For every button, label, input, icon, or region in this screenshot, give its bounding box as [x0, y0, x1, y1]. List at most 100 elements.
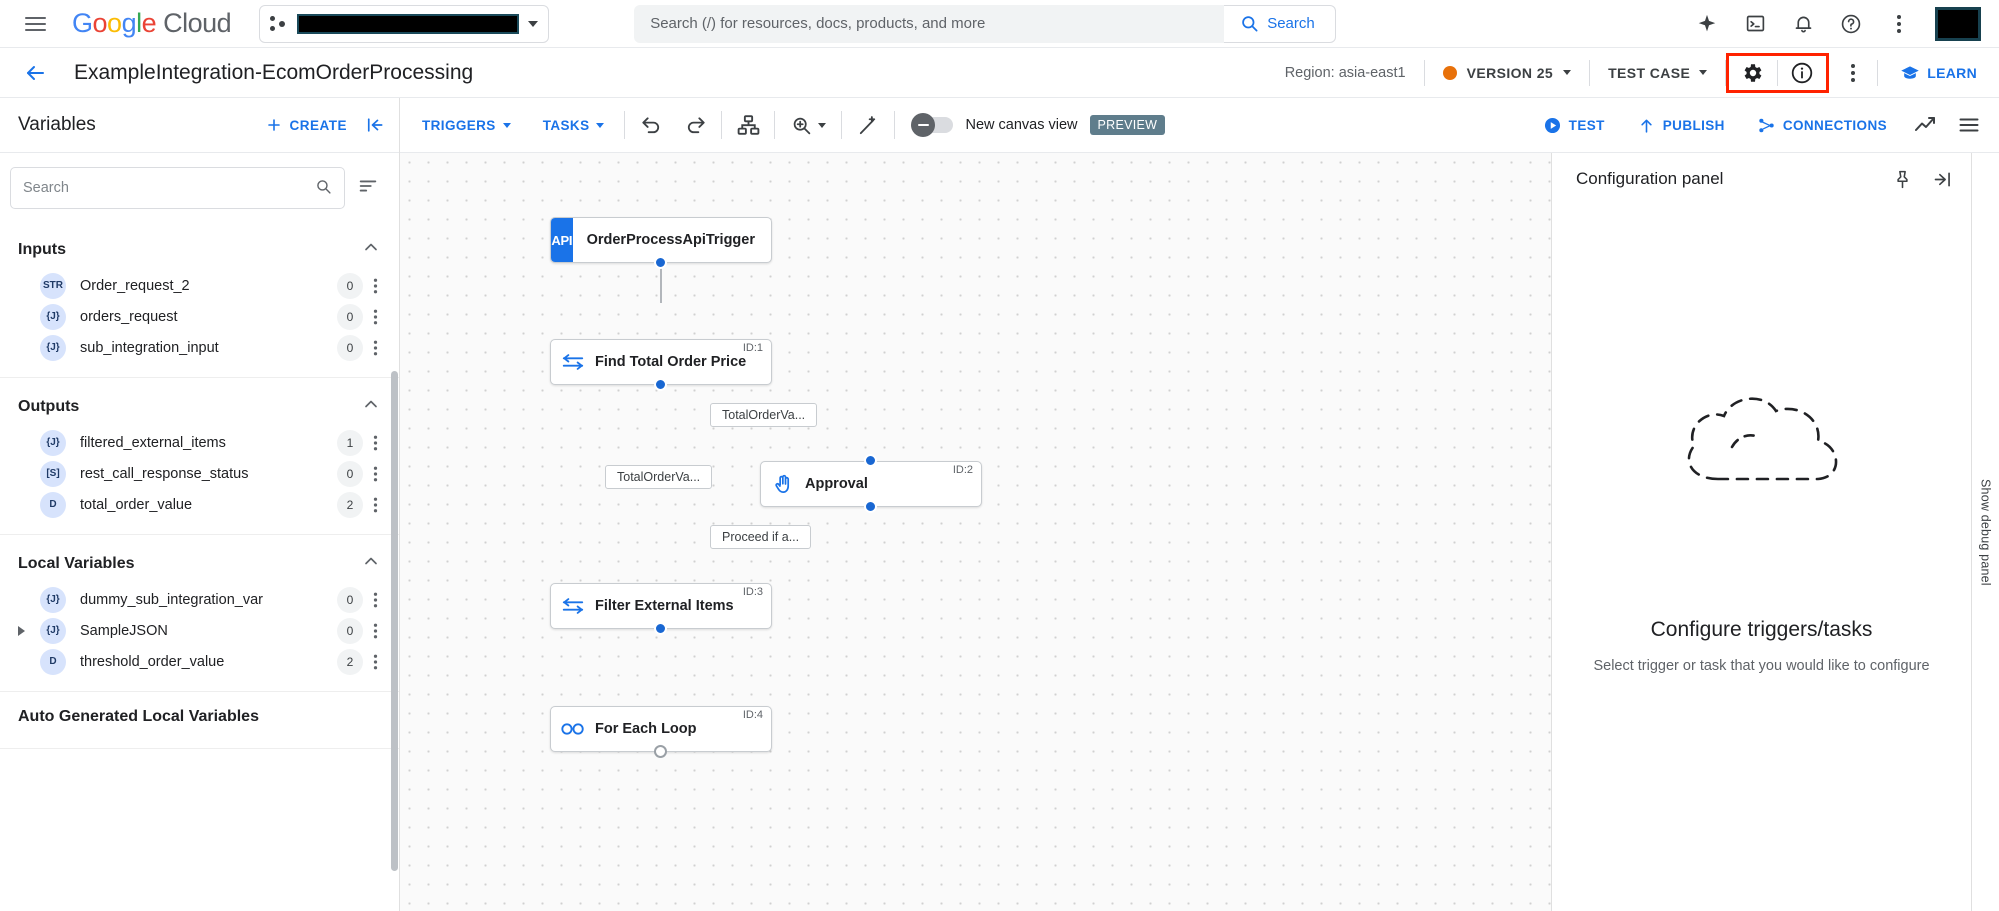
triggers-menu[interactable]: TRIGGERS — [406, 105, 527, 145]
tasks-menu[interactable]: TASKS — [527, 105, 621, 145]
variables-search-row: Search — [0, 153, 399, 221]
learn-label: LEARN — [1927, 64, 1977, 81]
project-picker[interactable] — [259, 4, 550, 43]
more-vert-icon[interactable] — [363, 277, 387, 295]
variable-row[interactable]: {J} dummy_sub_integration_var 0 — [0, 584, 399, 615]
expand-panel-button[interactable] — [1927, 164, 1957, 194]
plus-icon — [268, 119, 281, 131]
new-canvas-view-toggle[interactable] — [911, 113, 954, 137]
publish-button[interactable]: PUBLISH — [1621, 105, 1741, 145]
undo-button[interactable] — [629, 105, 673, 145]
node-port[interactable] — [864, 454, 877, 467]
more-vert-icon[interactable] — [363, 339, 387, 357]
edge-label[interactable]: TotalOrderVa... — [605, 465, 713, 489]
pin-button[interactable] — [1887, 164, 1917, 194]
back-button[interactable] — [18, 56, 52, 90]
node-label: Filter External Items — [595, 598, 734, 614]
group-header-outputs[interactable]: Outputs — [0, 378, 399, 427]
logs-button[interactable] — [1947, 105, 1991, 145]
avatar[interactable] — [1935, 6, 1981, 41]
tasks-label: TASKS — [542, 117, 590, 133]
variable-row[interactable]: [S] rest_call_response_status 0 — [0, 458, 399, 489]
chevron-up-icon — [361, 237, 381, 262]
more-vert-icon[interactable] — [1881, 6, 1917, 42]
settings-button[interactable] — [1729, 53, 1777, 93]
node-id: ID:2 — [952, 464, 973, 476]
connections-label: CONNECTIONS — [1782, 117, 1887, 133]
node-filter-external-items[interactable]: Filter External Items ID:3 — [550, 583, 772, 629]
divider — [1589, 59, 1591, 86]
variables-search-input[interactable]: Search — [10, 167, 345, 209]
cleanup-button[interactable] — [846, 105, 890, 145]
chevron-down-icon — [1699, 70, 1708, 75]
node-port[interactable] — [654, 622, 667, 635]
version-selector[interactable]: VERSION 25 — [1425, 65, 1589, 81]
show-debug-panel-rail[interactable]: Show debug panel — [1971, 153, 1999, 911]
more-vert-icon[interactable] — [363, 308, 387, 326]
redo-button[interactable] — [673, 105, 717, 145]
notifications-bell-icon[interactable] — [1785, 6, 1821, 42]
group-title: Auto Generated Local Variables — [18, 708, 259, 725]
search-input[interactable]: Search (/) for resources, docs, products… — [634, 4, 1225, 43]
variable-row[interactable]: D threshold_order_value 2 — [0, 646, 399, 677]
topbar-actions — [1689, 6, 1985, 42]
variable-row[interactable]: D total_order_value 2 — [0, 489, 399, 520]
expand-triangle-icon[interactable] — [12, 625, 30, 636]
publish-label: PUBLISH — [1662, 117, 1725, 133]
group-header-auto-generated[interactable]: Auto Generated Local Variables — [0, 692, 399, 734]
configuration-panel-actions — [1887, 164, 1957, 194]
node-for-each-loop[interactable]: For Each Loop ID:4 — [550, 706, 772, 752]
more-vert-icon[interactable] — [363, 434, 387, 452]
list-lines-icon — [1959, 118, 1979, 132]
edge-label[interactable]: TotalOrderVa... — [710, 403, 818, 427]
test-button[interactable]: TEST — [1527, 105, 1621, 145]
variable-name: SampleJSON — [80, 622, 168, 639]
sidebar-scrollbar[interactable] — [391, 371, 398, 871]
more-vert-icon[interactable] — [363, 465, 387, 483]
connections-button[interactable]: CONNECTIONS — [1741, 105, 1903, 145]
more-vert-icon[interactable] — [363, 653, 387, 671]
variable-name: threshold_order_value — [80, 653, 225, 670]
divider — [1777, 59, 1779, 86]
test-case-selector[interactable]: TEST CASE — [1590, 65, 1725, 81]
variable-row[interactable]: {J} SampleJSON 0 — [0, 615, 399, 646]
hamburger-icon[interactable] — [20, 9, 50, 39]
variable-row[interactable]: {J} orders_request 0 — [0, 301, 399, 332]
edge-label[interactable]: Proceed if a... — [710, 525, 812, 549]
node-port[interactable] — [654, 256, 667, 269]
type-badge: {J} — [40, 334, 66, 361]
integration-canvas[interactable]: API OrderProcessApiTrigger Find Total Or… — [400, 153, 1551, 911]
collapse-panel-icon[interactable] — [365, 115, 385, 135]
info-button[interactable] — [1778, 53, 1826, 93]
variable-row[interactable]: {J} filtered_external_items 1 — [0, 427, 399, 458]
group-header-inputs[interactable]: Inputs — [0, 221, 399, 270]
gemini-spark-icon[interactable] — [1689, 6, 1725, 42]
divider — [624, 111, 626, 139]
search-button[interactable]: Search — [1224, 4, 1336, 43]
auto-layout-button[interactable] — [726, 105, 770, 145]
analytics-button[interactable] — [1903, 105, 1947, 145]
node-port[interactable] — [864, 500, 877, 513]
create-variable-button[interactable]: CREATE — [266, 117, 347, 133]
node-order-process-api-trigger[interactable]: API OrderProcessApiTrigger — [550, 217, 772, 263]
node-port[interactable] — [654, 378, 667, 391]
header-more-button[interactable] — [1829, 53, 1877, 93]
variables-list[interactable]: Inputs STR Order_request_2 0 — [0, 221, 399, 911]
more-vert-icon[interactable] — [363, 591, 387, 609]
more-vert-icon[interactable] — [363, 622, 387, 640]
auto-layout-icon — [737, 114, 760, 135]
zoom-control[interactable] — [779, 105, 837, 145]
cloud-shell-icon[interactable] — [1737, 6, 1773, 42]
node-port[interactable] — [654, 745, 667, 758]
variable-row[interactable]: STR Order_request_2 0 — [0, 270, 399, 301]
more-vert-icon[interactable] — [363, 496, 387, 514]
learn-button[interactable]: LEARN — [1878, 63, 1999, 83]
node-find-total-order-price[interactable]: Find Total Order Price ID:1 — [550, 339, 772, 385]
variables-group-inputs: Inputs STR Order_request_2 0 — [0, 221, 399, 378]
help-question-icon[interactable] — [1833, 6, 1869, 42]
project-dots-icon — [270, 15, 288, 33]
variable-row[interactable]: {J} sub_integration_input 0 — [0, 332, 399, 363]
group-header-local-variables[interactable]: Local Variables — [0, 535, 399, 584]
sort-icon[interactable] — [357, 175, 385, 202]
